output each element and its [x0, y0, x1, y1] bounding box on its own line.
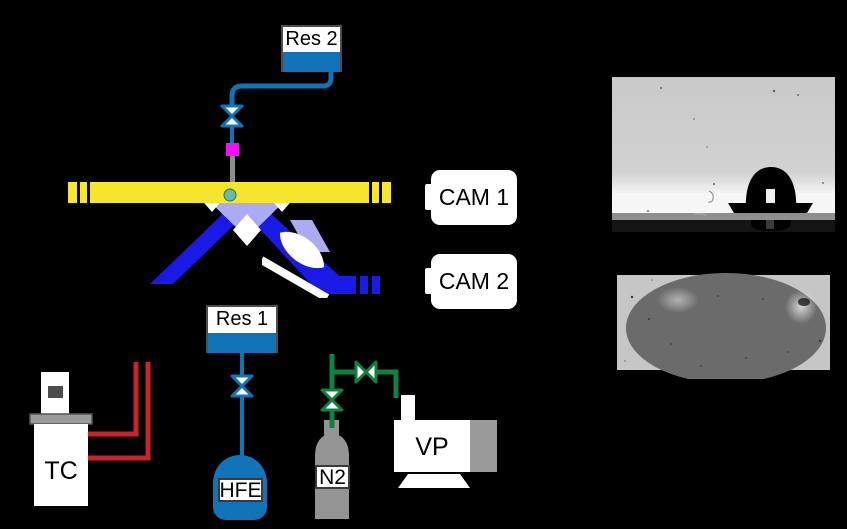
- camera-1-body[interactable]: CAM 1: [431, 170, 517, 225]
- valve-vacuum-line: [354, 360, 378, 384]
- vacuum-pump-label: VP: [415, 433, 449, 461]
- camera-2-lens: [425, 268, 434, 294]
- reservoir-1[interactable]: Res 1: [206, 305, 278, 353]
- valve-res2-line: [220, 104, 244, 128]
- nitrogen-cylinder-label: N2: [315, 465, 350, 489]
- heater-wires: [86, 358, 156, 490]
- focusing-lens: [262, 218, 342, 298]
- camera-2-body[interactable]: CAM 2: [431, 254, 517, 309]
- camera-1-label: CAM 1: [438, 184, 510, 210]
- camera-2[interactable]: CAM 2: [425, 254, 517, 309]
- reservoir-2[interactable]: Res 2: [281, 25, 342, 72]
- valve-n2-line: [320, 388, 344, 412]
- reservoir-2-label: Res 2: [283, 27, 340, 52]
- reservoir-1-liquid: [208, 333, 276, 353]
- gas-vacuum-line: [318, 350, 428, 428]
- camera-1[interactable]: CAM 1: [425, 170, 517, 225]
- temperature-controller[interactable]: TC: [26, 372, 94, 512]
- nitrogen-cylinder-label-text: N2: [319, 465, 346, 489]
- nitrogen-gas-cylinder[interactable]: N2: [311, 420, 353, 521]
- temperature-controller-label: TC: [44, 457, 78, 485]
- vacuum-pump[interactable]: VP: [392, 392, 497, 491]
- camera-1-lens: [425, 184, 434, 210]
- valve-res1-line: [230, 374, 254, 398]
- reservoir-2-feed-line: [205, 60, 345, 185]
- droplet-on-stage: [223, 188, 237, 202]
- reservoir-1-label: Res 1: [208, 307, 276, 333]
- hfe-supply-line: [224, 352, 264, 462]
- camera-2-label: CAM 2: [438, 268, 510, 294]
- hfe-bottle-label: HFE: [218, 478, 263, 502]
- top-view-droplet-photo: [608, 266, 839, 379]
- side-view-droplet-photo: [608, 71, 839, 238]
- hfe-bottle-label-text: HFE: [219, 478, 262, 502]
- hfe-liquid-bottle[interactable]: HFE: [211, 455, 269, 521]
- reservoir-2-liquid: [283, 52, 340, 72]
